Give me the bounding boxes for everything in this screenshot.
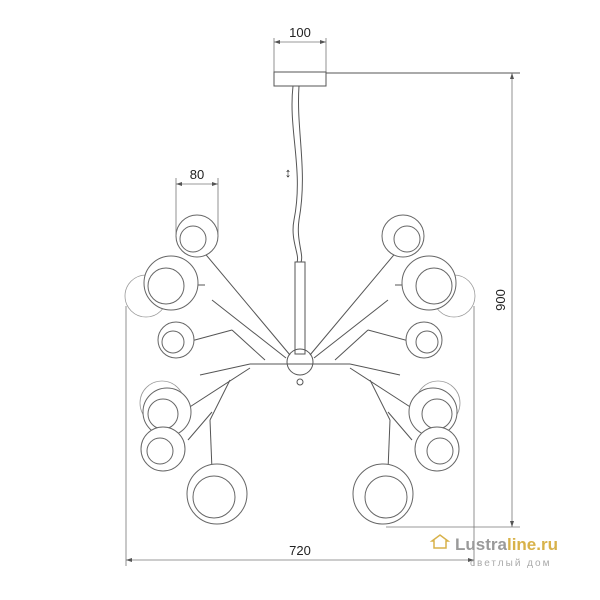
brand-tagline: светлый дом <box>470 558 551 569</box>
globe-dimension: 80 <box>175 167 219 236</box>
canopy-dimension: 100 <box>273 25 327 72</box>
center-hub <box>286 348 314 376</box>
total-width-label: 720 <box>289 543 311 558</box>
brand-logo: Lustraline.ru светлый дом <box>429 534 558 569</box>
house-icon <box>429 534 451 549</box>
globe-diameter-label: 80 <box>190 167 204 182</box>
center-rod <box>294 261 306 355</box>
right-globes <box>352 214 476 525</box>
total-height-label: 900 <box>493 289 508 311</box>
suspension-cables <box>291 85 303 263</box>
svg-text:Lustraline.ru: Lustraline.ru <box>455 535 558 554</box>
canopy-width-label: 100 <box>289 25 311 40</box>
left-globes <box>124 214 248 525</box>
adjust-marker: ↕ <box>285 165 292 180</box>
width-dimension: 720 <box>125 306 475 566</box>
left-branches <box>179 249 291 471</box>
brand-prefix: Lustra <box>455 535 508 554</box>
brand-suffix: line.ru <box>507 535 558 554</box>
hub-finial <box>296 378 304 386</box>
height-dimension: 900 <box>386 73 520 528</box>
canopy <box>273 71 327 87</box>
